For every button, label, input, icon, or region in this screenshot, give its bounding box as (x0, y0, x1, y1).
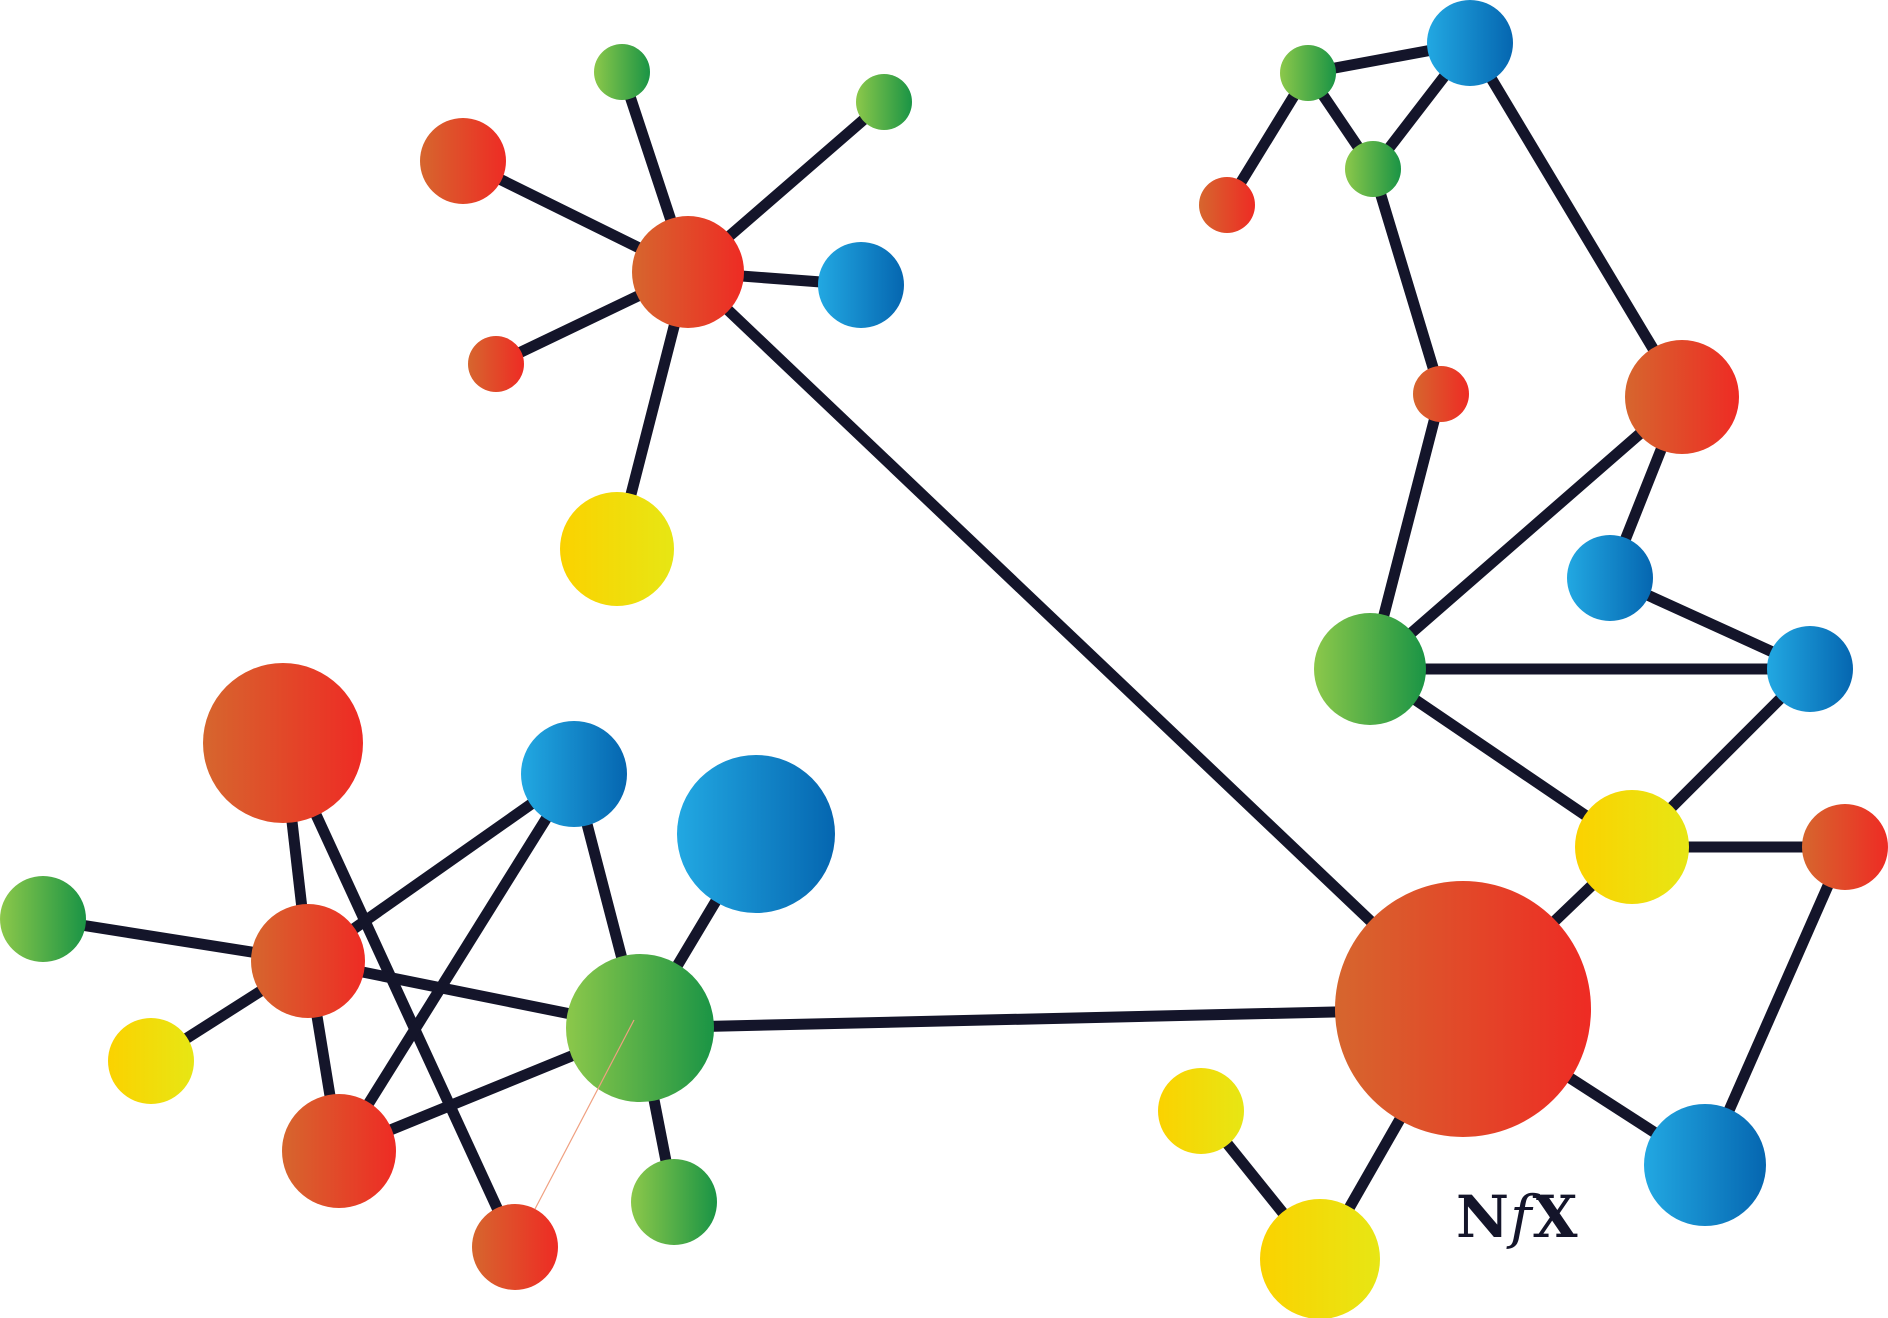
node-orange-n4 (420, 118, 506, 204)
edges-layer (42, 37, 1851, 1263)
node-orange-n23 (203, 663, 363, 823)
node-yellow-n22 (1260, 1199, 1380, 1318)
node-blue-n8 (1427, 0, 1513, 86)
edge-n10-n12 (1367, 167, 1447, 396)
node-orange-n30 (282, 1094, 396, 1208)
logo-letter-n: N (1456, 1183, 1511, 1251)
logo-letter-f: f (1510, 1183, 1533, 1251)
node-orange-n12 (1413, 366, 1469, 422)
node-orange-n32 (472, 1204, 558, 1290)
edge-n8-n13 (1465, 40, 1687, 400)
node-green-n26 (0, 876, 86, 962)
node-green-n3 (856, 74, 912, 130)
edge-n1-n19 (684, 268, 1467, 1013)
node-green-n29 (566, 954, 714, 1102)
node-blue-n16 (1767, 626, 1853, 712)
node-blue-n25 (677, 755, 835, 913)
node-green-n15 (1314, 613, 1426, 725)
nfx-logo: NfX (1456, 1183, 1579, 1251)
edge-n23-n32 (278, 740, 520, 1250)
node-orange-n27 (251, 904, 365, 1018)
node-green-n31 (631, 1159, 717, 1245)
node-green-n10 (1345, 141, 1401, 197)
node-yellow-n7 (560, 492, 674, 606)
node-yellow-n17 (1575, 790, 1689, 904)
node-blue-n5 (818, 242, 904, 328)
node-green-n9 (1280, 45, 1336, 101)
node-yellow-n28 (108, 1018, 194, 1104)
node-yellow-n21 (1158, 1068, 1244, 1154)
logo-letter-x: X (1532, 1183, 1579, 1251)
node-green-n2 (594, 44, 650, 100)
node-orange-n13 (1625, 340, 1739, 454)
node-orange-n18 (1802, 804, 1888, 890)
node-blue-n14 (1567, 535, 1653, 621)
node-orange-n1 (632, 216, 744, 328)
node-blue-n24 (521, 721, 627, 827)
edge-n29-n19 (639, 1003, 1464, 1034)
node-orange-n19 (1335, 881, 1591, 1137)
edge-n24-n30 (334, 771, 579, 1154)
node-blue-n20 (1644, 1104, 1766, 1226)
node-orange-n6 (468, 336, 524, 392)
edge-n13-n15 (1366, 392, 1686, 674)
node-orange-n11 (1199, 177, 1255, 233)
thin-edge-n29-n32 (534, 1019, 635, 1210)
